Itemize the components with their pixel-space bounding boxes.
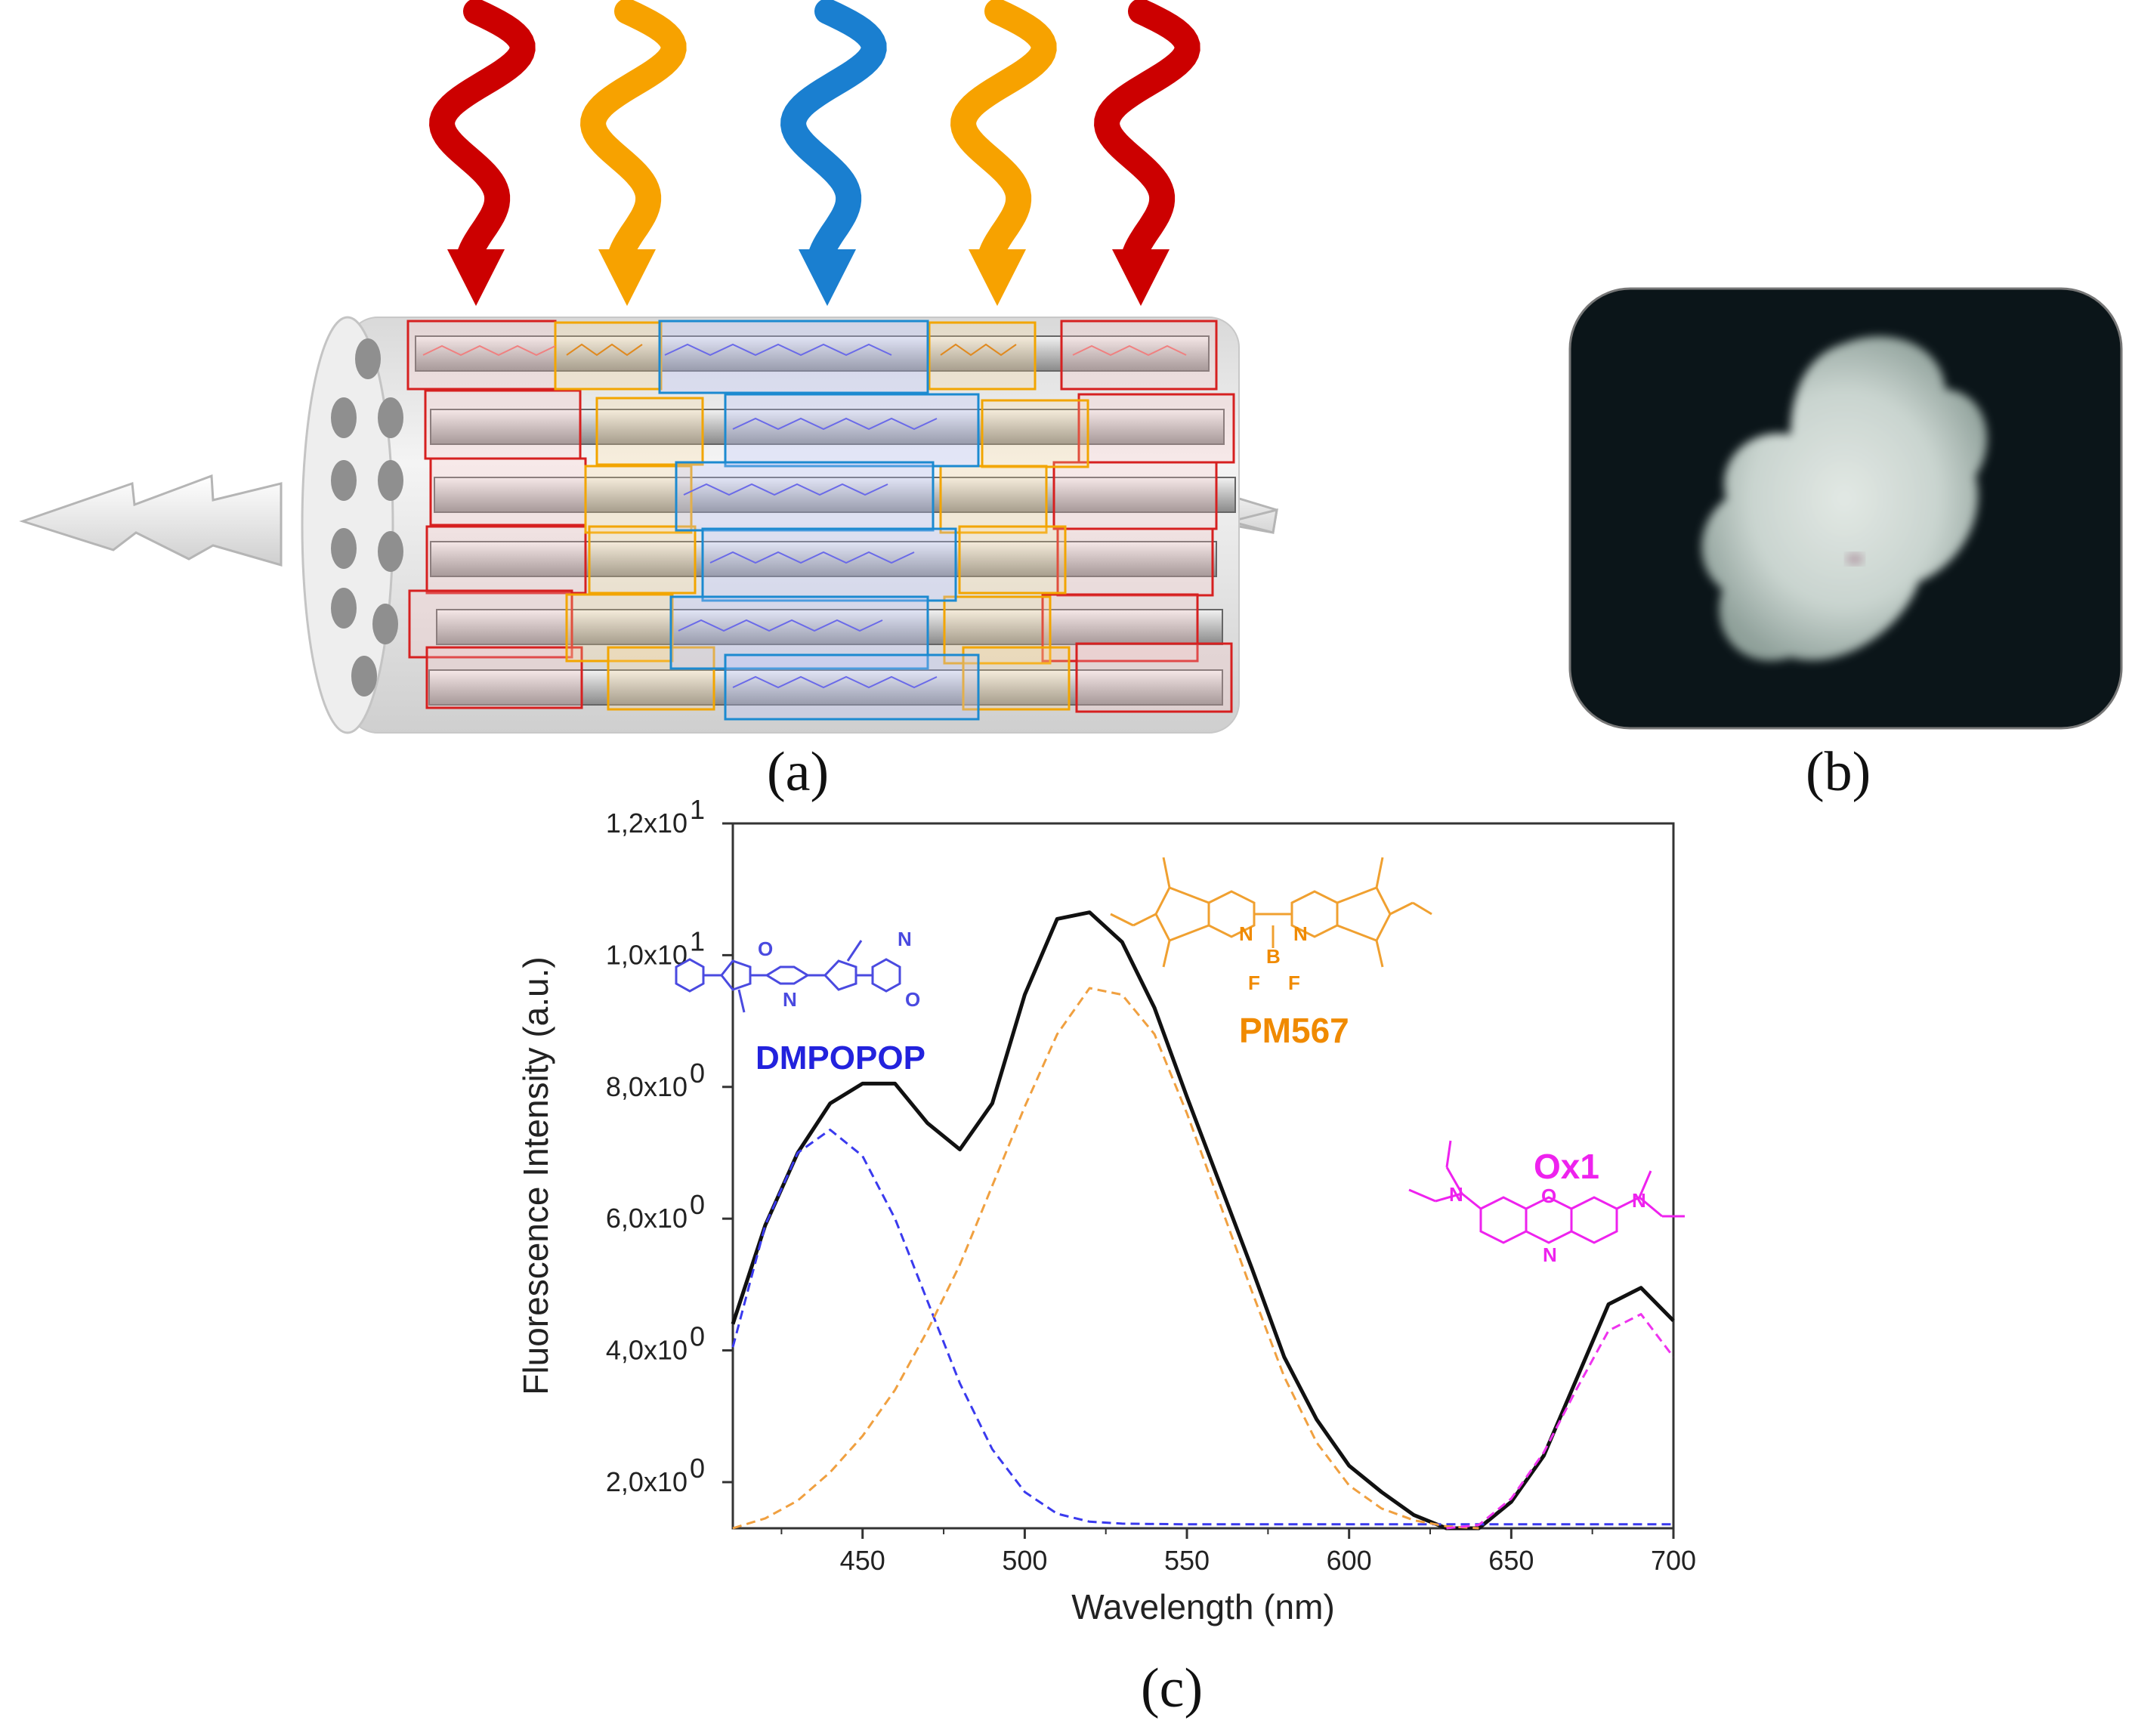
y-tick-exponent: 0 bbox=[690, 1189, 705, 1220]
dmpopop-label: DMPOPOP bbox=[756, 1039, 925, 1077]
schematic-panel: (a) bbox=[0, 0, 1292, 803]
x-axis-title: Wavelength (nm) bbox=[1071, 1587, 1335, 1626]
total-emission-line bbox=[731, 910, 1675, 1531]
glowing-sample bbox=[1701, 336, 1988, 661]
y-tick-label: 6,0x10 bbox=[606, 1203, 688, 1234]
x-tick-label: 700 bbox=[1651, 1545, 1696, 1576]
pm567-label: PM567 bbox=[1239, 1011, 1349, 1050]
panel-label-b: (b) bbox=[1806, 741, 1871, 803]
pm567-atom-f2: F bbox=[1288, 971, 1300, 994]
y-tick-exponent: 0 bbox=[690, 1453, 705, 1484]
dmpopop-atom-n1: N bbox=[783, 988, 797, 1011]
pm567-atom-b: B bbox=[1266, 945, 1281, 968]
panel-label-c: (c) bbox=[1141, 1657, 1204, 1719]
emission-bolt-left-icon bbox=[19, 474, 283, 567]
y-tick-exponent: 1 bbox=[690, 794, 705, 825]
ox1-atom-o: O bbox=[1541, 1185, 1556, 1207]
dmpopop-dye-boxes bbox=[658, 320, 980, 721]
pm567-atom-n2: N bbox=[1293, 922, 1308, 945]
pm567-atom-n1: N bbox=[1239, 922, 1253, 945]
pm567-fit-line bbox=[732, 987, 1479, 1530]
y-tick-exponent: 0 bbox=[690, 1058, 705, 1089]
ox1-fit-line bbox=[1446, 1313, 1675, 1530]
y-tick-label: 1,0x10 bbox=[606, 939, 688, 970]
y-tick-exponent: 1 bbox=[690, 925, 705, 956]
ox1-structure bbox=[1408, 1140, 1685, 1244]
encapsulated-molecules bbox=[422, 343, 1187, 689]
x-tick-label: 450 bbox=[840, 1545, 885, 1576]
ox1-atom-n1: N bbox=[1449, 1183, 1463, 1206]
schematic-illustration bbox=[19, 0, 1278, 734]
y-tick-label: 1,2x10 bbox=[606, 808, 688, 839]
dmpopop-atom-o2: O bbox=[905, 988, 920, 1011]
y-axis-title: Fluorescence Intensity (a.u.) bbox=[516, 956, 555, 1395]
ox1-atom-n2: N bbox=[1543, 1243, 1557, 1266]
x-tick-label: 550 bbox=[1164, 1545, 1210, 1576]
photo-panel: (b) bbox=[1564, 280, 2129, 803]
panel-label-a: (a) bbox=[767, 741, 830, 803]
ox1-label: Ox1 bbox=[1534, 1147, 1599, 1186]
x-tick-label: 600 bbox=[1327, 1545, 1372, 1576]
pm567-dye-boxes bbox=[554, 321, 1089, 711]
plot-frame bbox=[731, 822, 1675, 1530]
series-layer bbox=[731, 910, 1675, 1531]
dmpopop-structure bbox=[675, 940, 901, 1013]
x-axis-ticks: 450 500 550 600 650 700 bbox=[780, 1528, 1696, 1576]
y-tick-label: 4,0x10 bbox=[606, 1335, 688, 1366]
x-tick-label: 650 bbox=[1488, 1545, 1534, 1576]
excitation-light-waves bbox=[429, 0, 1200, 306]
channel-pores bbox=[331, 338, 403, 697]
dmpopop-atom-o1: O bbox=[758, 938, 773, 960]
orange-excitation-arrow-icon-2 bbox=[950, 0, 1057, 306]
pm567-atom-f1: F bbox=[1248, 971, 1260, 994]
ox1-dye-boxes bbox=[406, 320, 1235, 713]
dmpopop-atom-n2: N bbox=[898, 928, 912, 950]
blue-excitation-arrow-icon bbox=[780, 0, 887, 306]
y-tick-exponent: 0 bbox=[690, 1321, 705, 1352]
ox1-atom-n3: N bbox=[1632, 1189, 1646, 1212]
orange-excitation-arrow-icon bbox=[580, 0, 687, 306]
red-excitation-arrow-icon-2 bbox=[1094, 0, 1200, 306]
x-tick-label: 500 bbox=[1002, 1545, 1047, 1576]
y-tick-label: 8,0x10 bbox=[606, 1071, 688, 1102]
pm567-structure bbox=[1110, 857, 1432, 968]
red-excitation-arrow-icon bbox=[429, 0, 536, 306]
y-tick-label: 2,0x10 bbox=[606, 1466, 688, 1497]
fluorescence-photo bbox=[1568, 287, 2123, 730]
dmpopop-fit-line bbox=[731, 1129, 1673, 1526]
